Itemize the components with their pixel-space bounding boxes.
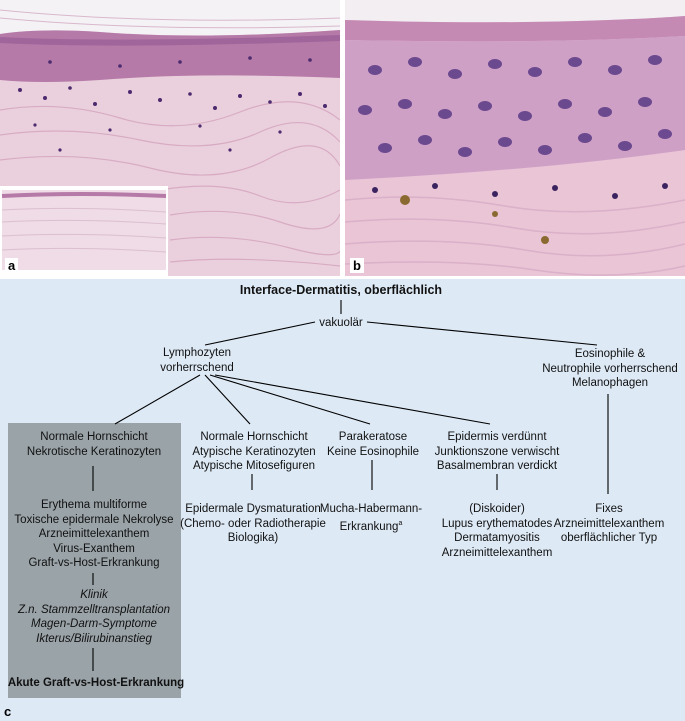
klinik-line-3: Ikterus/Bilirubinanstieg — [36, 632, 152, 645]
col4-dx-1: (Diskoider) — [469, 503, 525, 515]
col3-dx-1: Mucha-Habermann- — [319, 503, 423, 515]
lymphozyten-node: Lymphozyten vorherrschend — [160, 346, 234, 375]
col1-dx-5: Graft-vs-Host-Erkrankung — [28, 557, 160, 569]
klinik-line-2: Magen-Darm-Symptome — [31, 618, 157, 630]
col4-header-line-2: Junktionszone verwischt — [434, 445, 560, 458]
col1-dx-2: Toxische epidermale Nekrolyse — [14, 513, 174, 526]
col2-header-line-2: Atypische Keratinozyten — [192, 445, 316, 458]
col1-dx-3: Arzneimittelexanthem — [38, 528, 150, 540]
col2-header: Normale Hornschicht Atypische Keratinozy… — [192, 430, 315, 474]
panel-label-a: a — [5, 258, 19, 273]
col1-header-line-1: Normale Hornschicht — [40, 431, 148, 443]
histology-image-b — [345, 0, 685, 276]
col1-header: Normale Hornschicht Nekrotische Keratino… — [27, 430, 161, 459]
final-dx-label: Akute Graft-vs-Host-Erkrankung — [7, 677, 185, 689]
col1-klinik: Klinik Z.n. Stammzelltransplantation Mag… — [18, 588, 170, 646]
root-label: Interface-Dermatitis, oberflächlich — [239, 283, 443, 297]
col1-final-dx: Akute Graft-vs-Host-Erkrankung — [8, 676, 184, 691]
gvhd-box — [8, 423, 181, 698]
col1-differentials: Erythema multiforme Toxische epidermale … — [14, 498, 173, 571]
eos-line-1: Eosinophile & — [574, 348, 646, 360]
col2-dx-3: Biologika) — [227, 532, 279, 544]
col1-dx-1: Erythema multiforme — [40, 499, 148, 511]
panel-label-b: b — [350, 258, 364, 273]
col5-dx-3: oberflächlicher Typ — [560, 532, 658, 544]
col3-dx-2-wrap: Erkrankunga — [320, 517, 422, 534]
eos-line-3: Melanophagen — [571, 377, 649, 389]
histology-panel-b: b — [345, 0, 685, 276]
col4-dx-2: Lupus erythematodes — [441, 517, 553, 530]
lymph-line-2: vorherrschend — [160, 361, 234, 374]
diagram-connectors — [92, 300, 609, 671]
col3-header-line-2: Keine Eosinophile — [326, 445, 420, 458]
col2-header-line-1: Normale Hornschicht — [200, 431, 308, 443]
eosinophile-node: Eosinophile & Neutrophile vorherrschend … — [542, 347, 678, 391]
col4-header-line-1: Epidermis verdünnt — [447, 431, 547, 443]
eos-line-2: Neutrophile vorherrschend — [542, 362, 678, 375]
col3-dx-2: Erkrankung — [339, 520, 399, 533]
root-node: Interface-Dermatitis, oberflächlich — [240, 283, 442, 298]
klinik-heading: Klinik — [80, 589, 108, 601]
lymph-line-1: Lymphozyten — [163, 347, 231, 359]
col4-dx-4: Arzneimittelexanthem — [441, 546, 553, 559]
col5-dx-1: Fixes — [595, 503, 623, 515]
col4-header-line-3: Basalmembran verdickt — [436, 460, 558, 472]
col2-dx-2: (Chemo- oder Radiotherapie — [180, 517, 326, 530]
col4-dx-3: Dermatamyositis — [454, 532, 540, 544]
histology-image-a — [0, 0, 340, 276]
col3-header: Parakeratose Keine Eosinophile — [327, 430, 419, 459]
col1-dx-4: Virus-Exanthem — [53, 542, 135, 555]
footnote-marker: a — [398, 519, 403, 527]
col4-differentials: (Diskoider) Lupus erythematodes Dermatam… — [442, 502, 553, 560]
col5-dx-2: Arzneimittelexanthem — [553, 517, 665, 530]
col3-header-line-1: Parakeratose — [338, 431, 408, 443]
col1-header-line-2: Nekrotische Keratinozyten — [26, 445, 162, 458]
col2-dx-1: Epidermale Dysmaturation — [185, 503, 321, 515]
vakuolar-node: vakuolär — [319, 316, 362, 331]
histology-panel-a: a — [0, 0, 340, 276]
col3-differentials: Mucha-Habermann- Erkrankunga — [320, 502, 422, 534]
vakuolar-label: vakuolär — [319, 317, 363, 329]
col2-header-line-3: Atypische Mitosefiguren — [192, 460, 316, 472]
col4-header: Epidermis verdünnt Junktionszone verwisc… — [435, 430, 560, 474]
col5-differentials: Fixes Arzneimittelexanthem oberflächlich… — [554, 502, 665, 546]
klinik-line-1: Z.n. Stammzelltransplantation — [17, 603, 171, 616]
panel-label-c: c — [4, 704, 12, 719]
col2-differentials: Epidermale Dysmaturation (Chemo- oder Ra… — [180, 502, 326, 546]
decision-diagram: Interface-Dermatitis, oberflächlich vaku… — [0, 279, 685, 721]
